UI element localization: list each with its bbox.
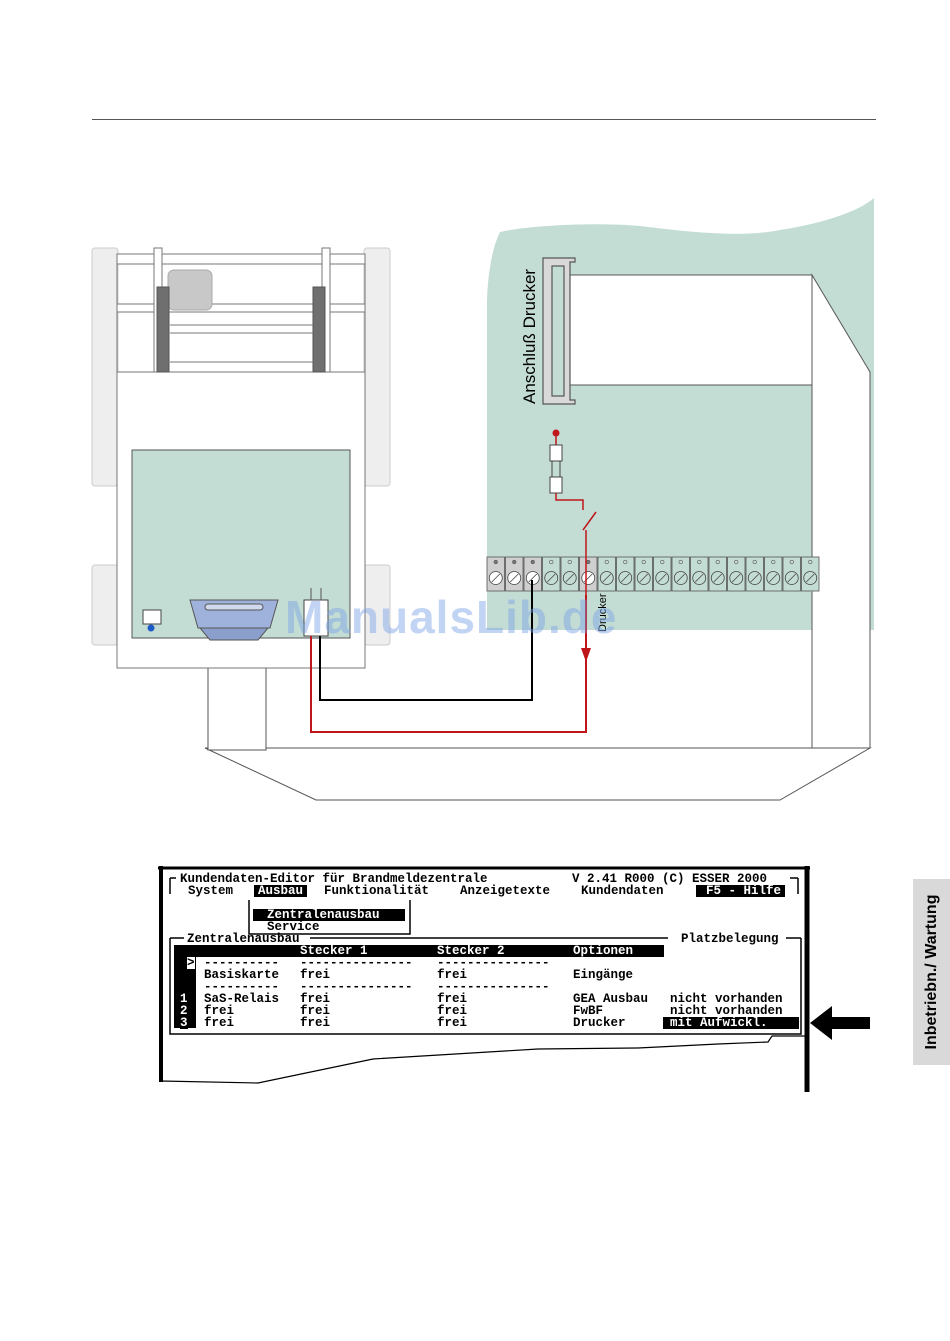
- terminal-dot: [512, 559, 517, 565]
- terminal-label: Drucker: [597, 593, 609, 632]
- terminal-slot: [676, 573, 686, 583]
- screen-title: Kundendaten-Editor für Brandmeldezentral…: [180, 872, 488, 886]
- panel-left-title: Zentralenausbau: [187, 932, 300, 946]
- side-tab-label: Inbetriebn./ Wartung: [922, 894, 940, 1050]
- terminal-slot: [565, 573, 575, 583]
- row-number: 3: [180, 1016, 188, 1030]
- menu-system[interactable]: System: [188, 884, 234, 898]
- row2-val[interactable]: nicht vorhanden: [670, 1004, 783, 1018]
- terminal-dot: [586, 559, 591, 565]
- terminal-slot: [731, 573, 741, 583]
- watermark: ManualsLib.de: [285, 591, 618, 643]
- panel-right-title: Platzbelegung: [678, 933, 782, 945]
- dash-row-name: ----------: [204, 956, 280, 970]
- terminal-slot: [639, 573, 649, 583]
- col-header-optionen: Optionen: [573, 944, 634, 958]
- terminal-slot: [602, 573, 612, 583]
- basis-s2[interactable]: frei: [437, 968, 468, 982]
- fuse: [549, 429, 597, 531]
- row2-name[interactable]: frei: [204, 1004, 235, 1018]
- screen-frame: [158, 866, 810, 1092]
- terminal-screen: Kundendaten-Editor für Brandmeldezentral…: [158, 866, 810, 1092]
- printer-unit: [91, 247, 391, 669]
- wire-red: [310, 595, 587, 733]
- terminal-slot: [805, 573, 815, 583]
- row-number: 1: [180, 992, 188, 1006]
- table-header-bar: [174, 945, 664, 957]
- basis-name[interactable]: Basiskarte: [204, 968, 280, 982]
- row3-val-selected[interactable]: mit Aufwickl.: [663, 1017, 799, 1029]
- submenu-zentralenausbau[interactable]: Zentralenausbau: [253, 909, 405, 921]
- row1-s2[interactable]: frei: [437, 992, 468, 1006]
- printer-connector: [542, 257, 576, 405]
- terminal-dot: [623, 559, 628, 565]
- row3-opt: Drucker: [573, 1016, 626, 1030]
- terminal-dot: [789, 559, 794, 565]
- terminal-dot: [715, 559, 720, 565]
- dash-row2-name: ----------: [204, 980, 280, 994]
- row3-s1[interactable]: frei: [300, 1016, 331, 1030]
- menu-hilfe[interactable]: F5 - Hilfe: [696, 885, 786, 897]
- terminal-slot: [528, 573, 538, 583]
- terminal-dot: [549, 559, 554, 565]
- menu-anzeigetexte[interactable]: Anzeigetexte: [460, 884, 551, 898]
- terminal-dot: [530, 559, 535, 565]
- terminal-block: [486, 556, 820, 592]
- terminal-dot: [604, 559, 609, 565]
- printer-module: [557, 273, 871, 749]
- terminal-slot: [657, 573, 667, 583]
- row3-s2[interactable]: frei: [437, 1016, 468, 1030]
- terminal-dot: [678, 559, 683, 565]
- terminal-dot: [567, 559, 572, 565]
- basis-s1[interactable]: frei: [300, 968, 331, 982]
- terminal-dot: [641, 559, 646, 565]
- terminal-dot: [493, 559, 498, 565]
- dash-row-s1: ---------------: [300, 956, 413, 970]
- terminal-slot: [750, 573, 760, 583]
- row2-s2[interactable]: frei: [437, 1004, 468, 1018]
- dash-row-s2: ---------------: [437, 956, 550, 970]
- col-header-stecker1: Stecker 1: [300, 944, 368, 958]
- terminal-slot: [491, 573, 501, 583]
- submenu-service[interactable]: Service: [267, 920, 320, 934]
- wire-black: [319, 580, 533, 701]
- row2-s1[interactable]: frei: [300, 1004, 331, 1018]
- menu-funktionalitaet[interactable]: Funktionalität: [324, 884, 430, 898]
- terminal-dot: [734, 559, 739, 565]
- terminal-dot: [808, 559, 813, 565]
- terminal-dot: [771, 559, 776, 565]
- side-tab: Inbetriebn./ Wartung: [913, 879, 950, 1065]
- terminal-dot: [697, 559, 702, 565]
- wiring: [310, 530, 591, 733]
- terminal-dot: [660, 559, 665, 565]
- dash-row2-s2: ---------------: [437, 980, 550, 994]
- header-rule: [92, 119, 876, 120]
- terminal-slot: [694, 573, 704, 583]
- arrow-left-icon: [810, 1006, 870, 1040]
- row2-opt: FwBF: [573, 1004, 604, 1018]
- terminal-slot: [768, 573, 778, 583]
- menu-ausbau[interactable]: Ausbau: [254, 885, 308, 897]
- terminal-dot: [752, 559, 757, 565]
- terminal-slot: [546, 573, 556, 583]
- col-header-stecker2: Stecker 2: [437, 944, 505, 958]
- row1-name[interactable]: SaS-Relais: [204, 992, 280, 1006]
- menu-kundendaten[interactable]: Kundendaten: [581, 884, 664, 898]
- dash-row2-s1: ---------------: [300, 980, 413, 994]
- row3-name[interactable]: frei: [204, 1016, 235, 1030]
- screen-version: V 2.41 R000 (C) ESSER 2000: [572, 872, 768, 886]
- terminal-slot: [787, 573, 797, 583]
- terminal-slot: [620, 573, 630, 583]
- row1-val[interactable]: nicht vorhanden: [670, 992, 783, 1006]
- row-cursor: >: [187, 956, 195, 970]
- basis-opt[interactable]: Eingänge: [573, 968, 634, 982]
- terminal-slot: [713, 573, 723, 583]
- printer-wiring-diagram: Anschluß Drucker Drucker: [91, 198, 874, 801]
- row1-s1[interactable]: frei: [300, 992, 331, 1006]
- terminal-slot: [509, 573, 519, 583]
- row1-opt: GEA Ausbau: [573, 992, 649, 1006]
- connector-label: Anschluß Drucker: [520, 269, 539, 404]
- row-number: 2: [180, 1004, 188, 1018]
